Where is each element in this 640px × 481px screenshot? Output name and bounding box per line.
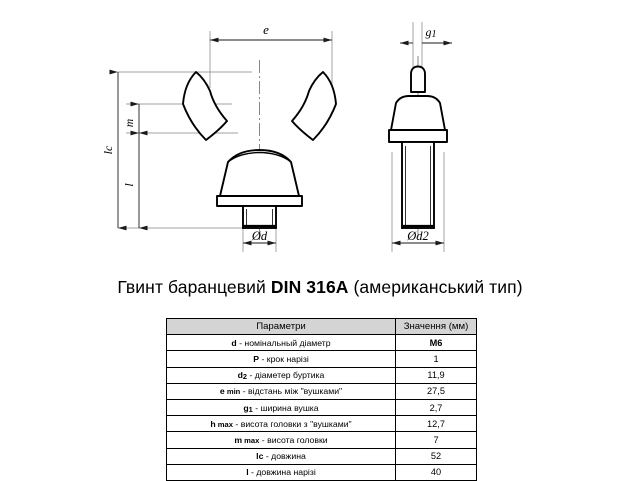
cell-parameter: e min - відстань між "вушками" xyxy=(166,382,396,400)
wing-left xyxy=(182,71,228,141)
cell-value: 1 xyxy=(395,350,477,368)
shank-outer xyxy=(242,205,277,229)
side-head-flange xyxy=(388,129,448,143)
parameter-description: - діаметер буртика xyxy=(247,370,325,381)
head-body xyxy=(219,149,300,197)
cell-value: 7 xyxy=(395,431,477,449)
title-lead: Гвинт баранцевий xyxy=(117,277,271,297)
head-flange xyxy=(216,195,303,207)
parameter-qualifier: max xyxy=(242,435,260,445)
cell-parameter: h max - висота головки з "вушками" xyxy=(166,415,396,433)
title-standard: DIN 316A xyxy=(270,277,349,297)
parameter-description: - крок нарізі xyxy=(259,353,309,364)
front-view-wing-screw xyxy=(182,60,337,240)
label-lc: lc xyxy=(101,145,115,154)
cell-parameter: lc - довжина xyxy=(166,447,396,465)
parameter-description: - відстань між "вушками" xyxy=(240,386,343,397)
dimension-lines xyxy=(109,37,452,246)
label-e: e xyxy=(263,22,269,37)
cell-value: 40 xyxy=(395,463,477,481)
parameter-qualifier: max xyxy=(215,419,233,429)
parameter-symbol: h xyxy=(210,418,216,429)
label-dia-d: Ød xyxy=(251,229,268,243)
drawing-title: Гвинт баранцевий DIN 316A (американський… xyxy=(0,276,640,298)
dimension-labels: e g1 lc m l Ød Ød2 xyxy=(101,22,437,243)
table-header-row: Параметри Значення (мм) xyxy=(166,317,477,336)
table-row: h max - висота головки з "вушками"12,7 xyxy=(166,415,477,433)
cell-parameter: l - довжина нарізі xyxy=(166,463,396,481)
cell-value: 2,7 xyxy=(395,398,477,417)
cell-value: 52 xyxy=(395,447,477,465)
header-parameter: Параметри xyxy=(166,317,396,336)
side-shank-outer xyxy=(401,141,435,229)
cell-value: 27,5 xyxy=(395,382,477,400)
cell-parameter: d - номінальный діаметр xyxy=(166,334,396,352)
table-row: e min - відстань між "вушками"27,5 xyxy=(166,382,477,400)
cell-parameter: g1 - ширина вушка xyxy=(166,398,396,417)
parameter-symbol: g xyxy=(243,402,249,413)
parameter-description: - висота головки xyxy=(259,434,328,445)
cell-value: 12,7 xyxy=(395,415,477,433)
parameter-qualifier: min xyxy=(224,387,241,397)
parameter-symbol: d xyxy=(231,337,237,348)
cell-parameter: d2 - діаметер буртика xyxy=(166,366,396,384)
header-value: Значення (мм) xyxy=(395,317,477,336)
cell-parameter: P - крок нарізі xyxy=(166,350,396,368)
head-dome-arc xyxy=(227,151,292,163)
label-dia-d2: Ød2 xyxy=(406,229,429,243)
technical-drawing: e g1 lc m l Ød Ød2 xyxy=(101,22,452,252)
parameter-symbol: lc xyxy=(256,451,264,462)
label-m: m xyxy=(124,119,136,127)
side-view-wing-screw xyxy=(388,56,448,240)
parameter-symbol: d xyxy=(237,370,243,381)
cell-value: M6 xyxy=(395,334,477,352)
label-g1: g1 xyxy=(426,25,437,40)
parameter-description: - довжина нарізі xyxy=(248,467,316,478)
parameter-description: - ширина вушка xyxy=(252,402,319,413)
label-l: l xyxy=(122,183,136,187)
parameter-description: - висота головки з "вушками" xyxy=(232,418,352,429)
parameter-symbol: l xyxy=(246,467,249,478)
title-trail: (американський тип) xyxy=(348,277,523,297)
cell-parameter: m max - висота головки xyxy=(166,431,396,449)
side-wing-edge xyxy=(410,65,426,93)
parameter-description: - довжина xyxy=(263,451,306,462)
side-head-body xyxy=(390,95,446,131)
parameter-subscript: 2 xyxy=(242,372,248,382)
parameter-symbol: e xyxy=(219,386,225,397)
parameter-subscript: 1 xyxy=(248,404,253,414)
parameter-symbol: m xyxy=(234,434,243,445)
parameter-description: - номінальный діаметр xyxy=(236,337,331,348)
wing-right xyxy=(291,71,337,141)
parameter-symbol: P xyxy=(253,353,260,364)
cell-value: 11,9 xyxy=(395,366,477,384)
specification-table: Параметри Значення (мм) d - номінальный … xyxy=(166,317,477,481)
